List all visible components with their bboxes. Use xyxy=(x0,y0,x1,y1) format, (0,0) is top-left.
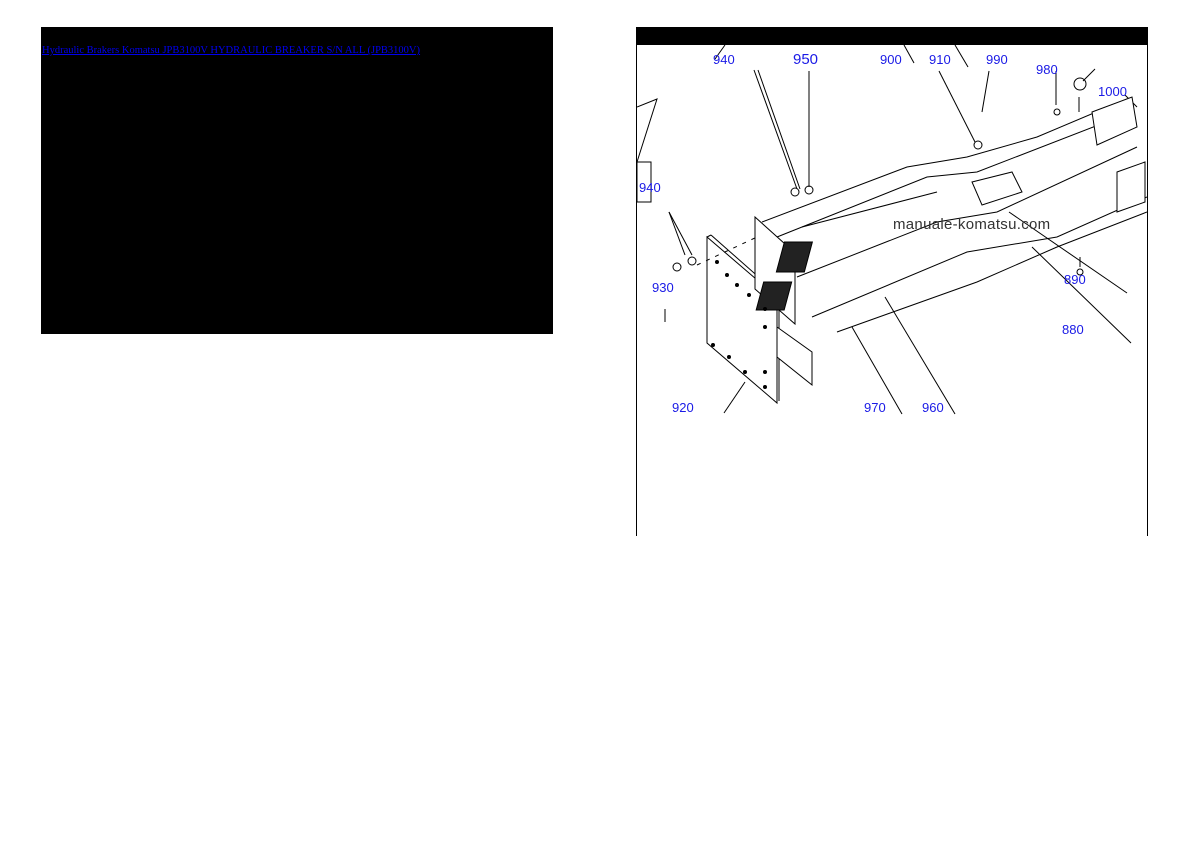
part-label-970[interactable]: 970 xyxy=(864,400,886,415)
part-label-930[interactable]: 930 xyxy=(652,280,674,295)
part-label-880[interactable]: 880 xyxy=(1062,322,1084,337)
exploded-view-drawing xyxy=(637,44,1147,415)
part-label-940[interactable]: 940 xyxy=(639,180,661,195)
breadcrumb: Hydraulic Brakers Komatsu JPB3100V HYDRA… xyxy=(42,45,420,56)
part-label-900[interactable]: 900 xyxy=(880,52,902,67)
part-label-980[interactable]: 980 xyxy=(1036,62,1058,77)
diagram-top-bar xyxy=(637,27,1147,45)
part-label-910[interactable]: 910 xyxy=(929,52,951,67)
part-label-990[interactable]: 990 xyxy=(986,52,1008,67)
breadcrumb-item-link[interactable]: JPB3100V HYDRAULIC BREAKER S/N ALL (JPB3… xyxy=(162,45,421,56)
breadcrumb-category-link[interactable]: Hydraulic Brakers Komatsu xyxy=(42,45,160,56)
part-label-960[interactable]: 960 xyxy=(922,400,944,415)
part-label-940[interactable]: 940 xyxy=(713,52,735,67)
part-label-890[interactable]: 890 xyxy=(1064,272,1086,287)
parts-diagram: manuale-komatsu.com 940 950 900 910 990 980 10… xyxy=(636,27,1148,536)
part-label-1000[interactable]: 1000 xyxy=(1098,84,1127,99)
part-label-920[interactable]: 920 xyxy=(672,400,694,415)
part-label-950[interactable]: 950 xyxy=(793,51,819,68)
watermark: manuale-komatsu.com xyxy=(893,216,1051,233)
media-placeholder-box: Hydraulic Brakers Komatsu JPB3100V HYDRA… xyxy=(41,27,553,334)
